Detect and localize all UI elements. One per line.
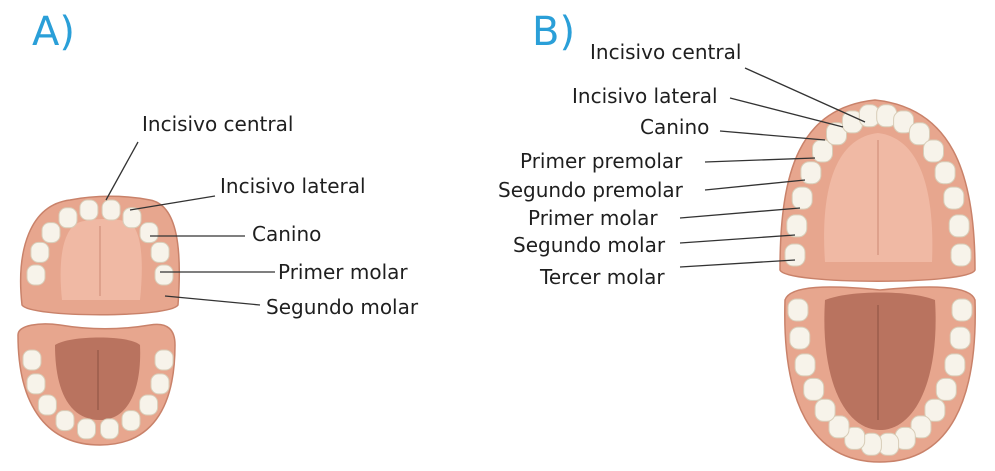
- panel-a-lower-arch: [17, 323, 176, 446]
- panel-a-line-molar2: [164, 295, 261, 306]
- tooth: [794, 353, 816, 377]
- tooth: [26, 264, 46, 286]
- panel-a-line-central: [105, 141, 139, 201]
- tooth: [943, 186, 965, 210]
- tooth: [844, 426, 866, 450]
- tooth: [77, 418, 96, 440]
- tooth: [79, 199, 99, 221]
- tooth: [101, 199, 121, 221]
- panel-a-label-incisivo-lateral: Incisivo lateral: [220, 174, 366, 198]
- panel-b-line-molar3: [679, 259, 796, 268]
- panel-a-line-lateral: [129, 195, 216, 211]
- tooth: [803, 377, 825, 401]
- tooth: [150, 241, 170, 263]
- panel-b-line-premolar2: [704, 179, 806, 191]
- tooth: [122, 207, 142, 229]
- tooth: [150, 373, 170, 395]
- panel-b-label-segundo-premolar: Segundo premolar: [498, 178, 683, 202]
- panel-b-letter: B): [532, 9, 576, 55]
- tooth: [139, 394, 159, 416]
- panel-b-line-central: [744, 67, 866, 123]
- panel-a-leader-lines: [105, 141, 275, 306]
- tooth: [55, 410, 75, 432]
- panel-b-tongue: [824, 292, 936, 430]
- panel-b-upper-arch: [779, 99, 976, 282]
- tooth: [37, 394, 57, 416]
- tooth: [30, 241, 50, 263]
- tooth: [910, 415, 932, 439]
- tooth: [923, 139, 944, 163]
- panel-a-palate: [60, 219, 142, 300]
- panel-b-label-incisivo-central: Incisivo central: [590, 40, 742, 64]
- panel-a-letter: A): [32, 9, 75, 55]
- tooth: [58, 207, 78, 229]
- tooth: [950, 243, 972, 267]
- panel-b-label-canino: Canino: [640, 115, 710, 139]
- tooth: [924, 398, 946, 422]
- tooth: [791, 186, 813, 210]
- panel-b-label-primer-molar: Primer molar: [528, 206, 658, 230]
- panel-b-line-canine: [719, 130, 826, 141]
- tooth: [789, 326, 811, 350]
- panel-b-line-molar2: [679, 234, 796, 244]
- panel-a-label-primer-molar: Primer molar: [278, 260, 408, 284]
- panel-b-leader-lines: [679, 67, 866, 268]
- panel-b-label-tercer-molar: Tercer molar: [540, 265, 665, 289]
- tooth: [787, 298, 809, 322]
- tooth: [41, 222, 61, 244]
- panel-a-label-incisivo-central: Incisivo central: [142, 112, 294, 136]
- tooth: [951, 298, 973, 322]
- tooth: [154, 264, 174, 286]
- tooth: [934, 161, 956, 185]
- panel-a-upper-teeth: [26, 199, 174, 286]
- tooth: [100, 418, 119, 440]
- panel-a-label-canino: Canino: [252, 222, 322, 246]
- tooth: [121, 410, 141, 432]
- panel-a-lower-teeth: [22, 349, 174, 440]
- panel-b-lower-teeth: [787, 298, 973, 456]
- panel-b-label-incisivo-lateral: Incisivo lateral: [572, 84, 718, 108]
- panel-b-line-lateral: [729, 97, 844, 128]
- tooth: [893, 110, 915, 134]
- tooth: [826, 122, 847, 146]
- tooth: [935, 377, 957, 401]
- tooth: [814, 398, 836, 422]
- panel-b-label-segundo-molar: Segundo molar: [513, 233, 666, 257]
- tooth: [944, 353, 966, 377]
- tooth: [139, 222, 159, 244]
- tooth: [800, 161, 822, 185]
- tooth: [949, 326, 971, 350]
- tooth: [909, 122, 930, 146]
- tooth: [154, 349, 174, 371]
- panel-b-lower-arch: [784, 286, 976, 463]
- panel-b-upper-teeth: [784, 104, 972, 267]
- panel-b-label-primer-premolar: Primer premolar: [520, 149, 683, 173]
- tooth: [784, 243, 806, 267]
- tooth: [22, 349, 42, 371]
- tooth: [786, 214, 808, 238]
- panel-b-line-premolar1: [704, 157, 816, 163]
- panel-a-upper-arch: [19, 195, 181, 316]
- tooth: [948, 214, 970, 238]
- panel-b-line-molar1: [679, 207, 801, 219]
- tooth: [828, 415, 850, 439]
- panel-a-label-segundo-molar: Segundo molar: [266, 295, 419, 319]
- tooth: [26, 373, 46, 395]
